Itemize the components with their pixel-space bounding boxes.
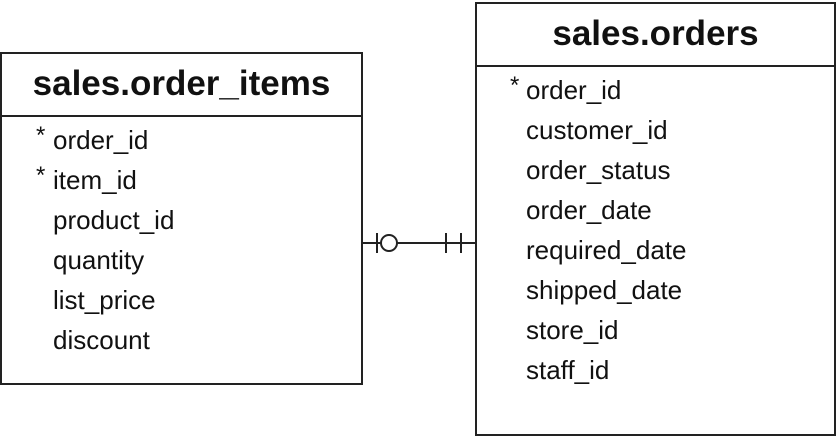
attribute-row: order_date xyxy=(477,190,834,230)
attribute-row: staff_id xyxy=(477,350,834,390)
entity-title: sales.order_items xyxy=(2,54,361,117)
attribute-name: required_date xyxy=(526,235,687,265)
attribute-row: quantity xyxy=(2,240,361,280)
attribute-row: * order_id xyxy=(477,70,834,110)
attribute-row: shipped_date xyxy=(477,270,834,310)
entity-orders: sales.orders * order_id customer_id orde… xyxy=(475,2,836,436)
attribute-name: shipped_date xyxy=(526,275,683,305)
attribute-row: discount xyxy=(2,320,361,360)
attribute-list: * order_id * item_id product_id quantity… xyxy=(2,117,361,360)
entity-title: sales.orders xyxy=(477,4,834,67)
attribute-name: customer_id xyxy=(526,115,668,145)
attribute-name: item_id xyxy=(53,165,137,195)
attribute-name: product_id xyxy=(53,205,175,235)
attribute-list: * order_id customer_id order_status orde… xyxy=(477,67,834,390)
primary-key-marker: * xyxy=(36,122,46,149)
primary-key-marker: * xyxy=(36,162,46,189)
attribute-row: * item_id xyxy=(2,160,361,200)
primary-key-marker: * xyxy=(510,72,520,99)
attribute-row: order_status xyxy=(477,150,834,190)
attribute-row: customer_id xyxy=(477,110,834,150)
attribute-name: list_price xyxy=(53,285,156,315)
attribute-row: product_id xyxy=(2,200,361,240)
attribute-row: store_id xyxy=(477,310,834,350)
attribute-name: order_date xyxy=(526,195,652,225)
attribute-row: * order_id xyxy=(2,120,361,160)
attribute-row: required_date xyxy=(477,230,834,270)
attribute-name: quantity xyxy=(53,245,145,275)
attribute-name: order_status xyxy=(526,155,671,185)
attribute-name: order_id xyxy=(526,75,622,105)
zero-or-one-circle-mark xyxy=(380,234,398,252)
attribute-row: list_price xyxy=(2,280,361,320)
entity-order-items: sales.order_items * order_id * item_id p… xyxy=(0,52,363,385)
attribute-name: store_id xyxy=(526,315,619,345)
attribute-name: staff_id xyxy=(526,355,610,385)
attribute-name: discount xyxy=(53,325,150,355)
attribute-name: order_id xyxy=(53,125,149,155)
